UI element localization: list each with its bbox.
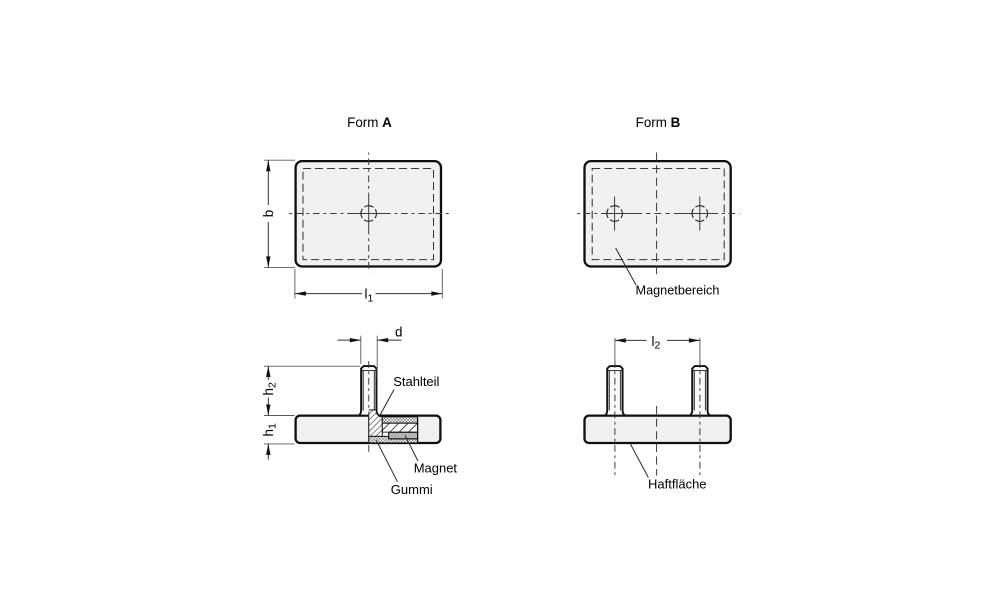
svg-text:Magnetbereich: Magnetbereich bbox=[636, 284, 720, 298]
svg-text:l2: l2 bbox=[652, 334, 661, 352]
svg-text:Form B: Form B bbox=[636, 115, 681, 130]
svg-text:b: b bbox=[261, 210, 276, 217]
svg-text:Magnet: Magnet bbox=[414, 461, 458, 476]
svg-text:l1: l1 bbox=[365, 287, 374, 305]
svg-text:Stahlteil: Stahlteil bbox=[393, 374, 439, 389]
svg-text:d: d bbox=[395, 324, 402, 339]
svg-text:Haftfläche: Haftfläche bbox=[648, 477, 707, 492]
svg-text:Form A: Form A bbox=[347, 115, 392, 130]
svg-text:Gummi: Gummi bbox=[391, 482, 433, 497]
svg-text:h1: h1 bbox=[261, 423, 279, 436]
svg-text:h2: h2 bbox=[261, 382, 279, 395]
